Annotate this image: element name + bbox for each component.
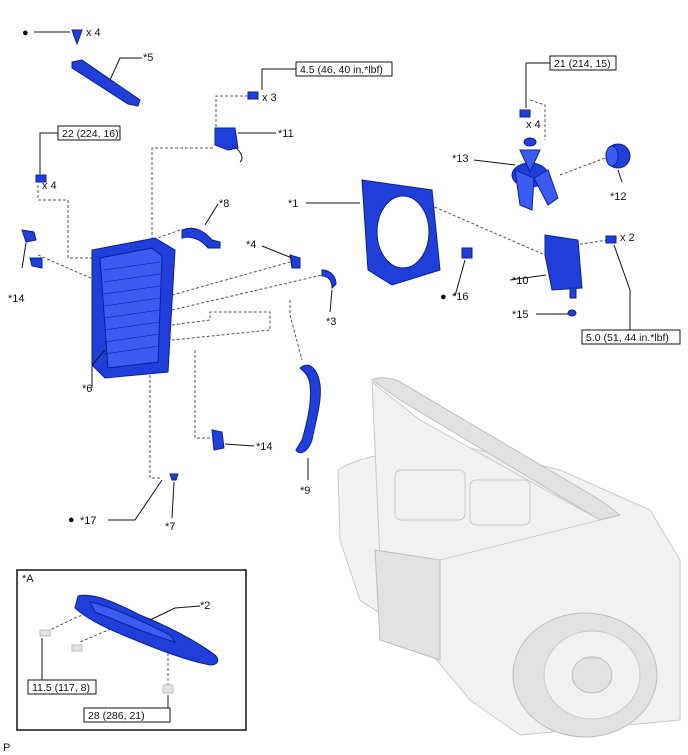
bullet-marker-clip: ● — [22, 27, 29, 39]
torque-box-t1: 4.5 (46, 40 in.*lbf) — [295, 61, 393, 77]
torque-value: 5.0 (51, 44 in.*lbf) — [586, 332, 669, 344]
torque-box-t6: 28 (286, 21) — [83, 707, 171, 723]
footer-mark: P — [3, 742, 10, 754]
qty-bolt-10: x 2 — [620, 232, 635, 244]
label-part-2: *2 — [200, 600, 210, 612]
bullet-marker-16: ● — [440, 291, 447, 303]
label-part-16: *16 — [452, 291, 469, 303]
bolt-icon — [35, 91, 617, 244]
cap-15[interactable] — [567, 309, 577, 317]
inset-label: *A — [22, 573, 34, 585]
torque-value: 22 (224, 16) — [62, 128, 119, 140]
torque-value: 21 (214, 15) — [554, 58, 611, 70]
torque-leaders — [39, 62, 631, 708]
torque-value: 28 (286, 21) — [88, 710, 145, 722]
hose-clamp-14-lower[interactable] — [211, 429, 225, 451]
hose-small-3[interactable] — [321, 269, 337, 290]
drain-cock-7[interactable] — [169, 473, 179, 481]
label-part-8: *8 — [219, 198, 229, 210]
torque-value: 4.5 (46, 40 in.*lbf) — [300, 64, 383, 76]
hose-small-4[interactable] — [289, 254, 301, 269]
torque-box-t4: 5.0 (51, 44 in.*lbf) — [581, 329, 681, 345]
fan-clutch-cover[interactable] — [605, 143, 631, 169]
label-part-5: *5 — [143, 52, 153, 64]
label-part-1: *1 — [288, 198, 298, 210]
label-part-13: *13 — [452, 153, 469, 165]
screw-icon — [39, 629, 174, 694]
cooling-fan[interactable] — [511, 137, 559, 211]
callout-leaders — [21, 57, 623, 621]
reservoir-tank[interactable] — [544, 234, 583, 299]
qty-bolt-11: x 3 — [262, 92, 277, 104]
torque-box-t5: 11.5 (117, 8) — [27, 679, 97, 695]
hose-clamp-14-upper[interactable] — [21, 229, 43, 269]
air-guide-2[interactable] — [39, 594, 219, 694]
inlet-bracket-11[interactable] — [214, 127, 243, 163]
label-part-12: *12 — [610, 191, 627, 203]
bullet-marker-17: ● — [68, 514, 75, 526]
label-part-6: *6 — [82, 383, 92, 395]
qty-clip-top: x 4 — [86, 27, 101, 39]
clip-icon — [71, 29, 83, 46]
fan-shroud[interactable] — [361, 179, 441, 286]
label-part-10: *10 — [512, 275, 529, 287]
qty-fan-nut: x 4 — [526, 119, 541, 131]
label-part-14-upper: *14 — [8, 293, 25, 305]
label-part-3: *3 — [326, 316, 336, 328]
torque-value: 11.5 (117, 8) — [32, 682, 90, 694]
radiator-support-bar[interactable] — [71, 59, 141, 107]
torque-box-t3: 22 (224, 16) — [57, 125, 121, 141]
label-part-4: *4 — [246, 239, 256, 251]
hose-upper[interactable] — [181, 227, 221, 249]
label-part-9: *9 — [300, 485, 310, 497]
label-part-7: *7 — [165, 521, 175, 533]
torque-box-t2: 21 (214, 15) — [549, 55, 617, 71]
label-part-11: *11 — [278, 128, 294, 140]
inset-box-a: *A — [16, 569, 247, 731]
hose-lower[interactable] — [295, 364, 321, 454]
clip-16[interactable] — [461, 247, 473, 259]
radiator-assembly[interactable] — [91, 237, 176, 379]
label-part-15: *15 — [512, 309, 529, 321]
label-part-17: *17 — [80, 515, 97, 527]
qty-bolt-left: x 4 — [42, 180, 57, 192]
label-part-14-lower: *14 — [256, 441, 273, 453]
vehicle-ghost-illustration — [337, 377, 681, 738]
